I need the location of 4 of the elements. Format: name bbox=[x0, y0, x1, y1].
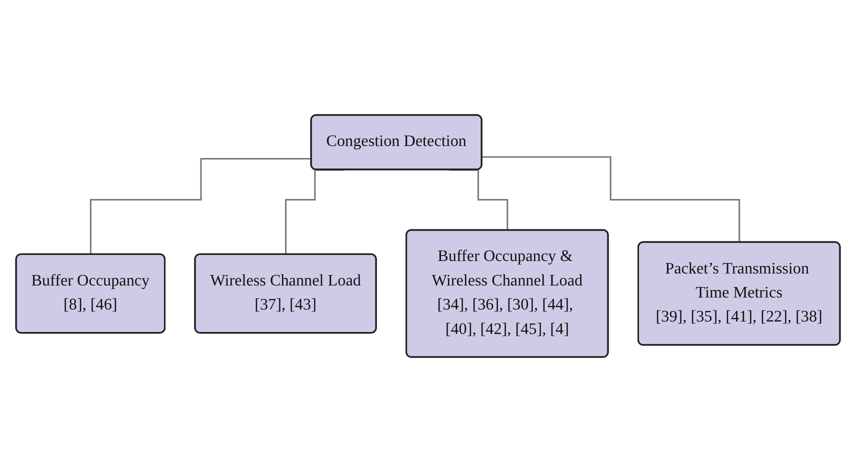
connector bbox=[90, 158, 312, 256]
connector bbox=[482, 156, 740, 244]
connector bbox=[285, 169, 344, 256]
connector bbox=[449, 169, 508, 232]
